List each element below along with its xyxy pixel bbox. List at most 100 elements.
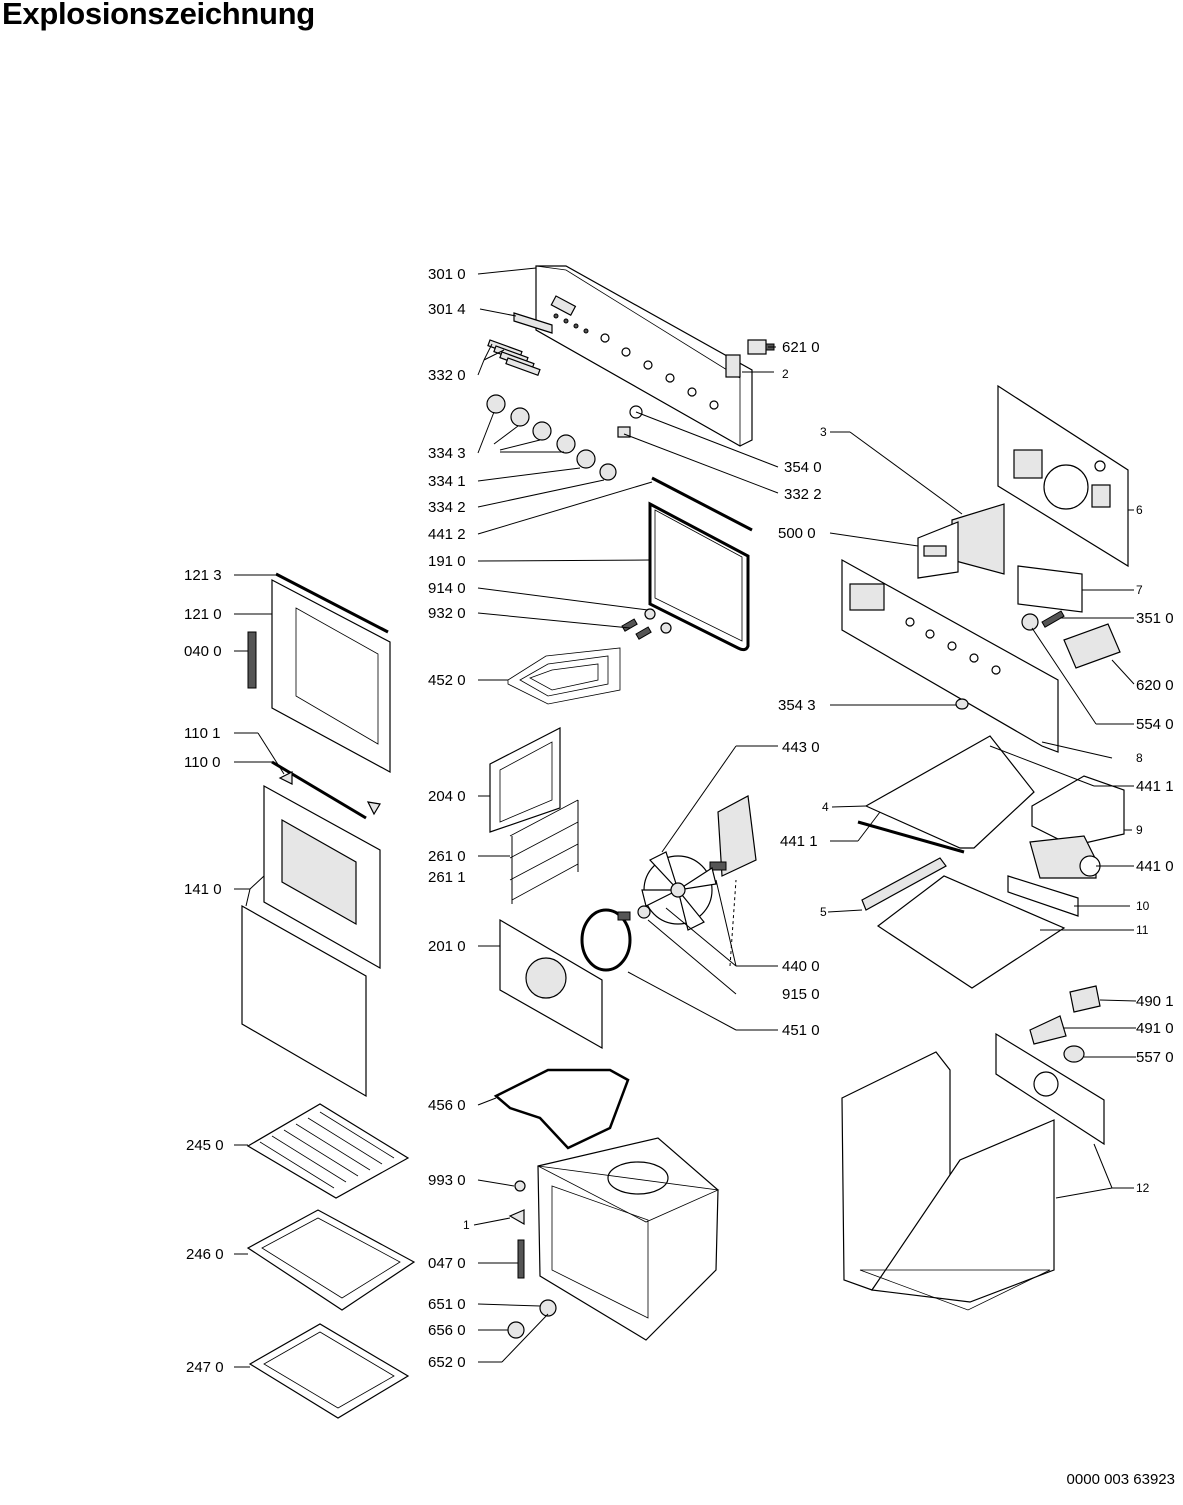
wire-rack-part — [246, 1103, 410, 1199]
callout-label: 2 — [782, 367, 789, 381]
terminal-part-3510 — [1041, 610, 1065, 628]
callout-label: 443 0 — [782, 739, 820, 756]
callout-label: 7 — [1136, 583, 1143, 597]
fan-blade-part — [641, 851, 717, 931]
callout-label: 441 1 — [1136, 778, 1174, 795]
callout-label: 490 1 — [1136, 993, 1174, 1010]
seal-part-4412 — [651, 476, 753, 532]
knob-parts — [486, 394, 617, 481]
callout-label: 11 — [1136, 923, 1149, 937]
lamp-part-3543 — [955, 698, 969, 710]
outer-casing-part — [841, 1032, 1105, 1311]
callout-label: 351 0 — [1136, 610, 1174, 627]
base-plate-part-11 — [876, 875, 1066, 989]
callout-label: 354 3 — [778, 697, 816, 714]
callout-label: 456 0 — [428, 1097, 466, 1114]
callout-label: 441 0 — [1136, 858, 1174, 875]
clock-module-part — [917, 521, 959, 579]
rail-part-5 — [861, 857, 947, 911]
door-handle-part — [271, 760, 381, 820]
callout-label: 110 1 — [184, 725, 220, 742]
door-frame-part — [271, 572, 391, 774]
callout-label: 301 0 — [428, 266, 466, 283]
inner-glass-part — [241, 904, 367, 1098]
callout-label: 040 0 — [184, 643, 222, 660]
fan-motor-part — [709, 795, 757, 877]
nut-part — [637, 905, 651, 919]
round-heater-part — [580, 908, 632, 972]
callout-label: 9 — [1136, 823, 1143, 837]
callout-label: 141 0 — [184, 881, 222, 898]
callout-label: 354 0 — [784, 459, 822, 476]
leader-lines — [234, 267, 1137, 1368]
callout-label: 441 2 — [428, 526, 466, 543]
callout-label: 5 — [820, 905, 827, 919]
callout-label: 932 0 — [428, 605, 466, 622]
seal-part-4411 — [857, 820, 965, 854]
outer-glass-part — [263, 784, 381, 970]
terminal-block-part — [1063, 623, 1121, 669]
knob-spindle-parts — [487, 339, 541, 377]
callout-label: 452 0 — [428, 672, 466, 689]
callout-label: 334 1 — [428, 473, 466, 490]
callout-label: 247 0 — [186, 1359, 224, 1376]
small-parts — [507, 1180, 557, 1339]
callout-label: 110 0 — [184, 754, 220, 771]
rear-frame-part-8 — [841, 558, 1059, 753]
hinge-part — [247, 631, 257, 689]
callout-label: 451 0 — [782, 1022, 820, 1039]
callout-labels: 301 0 301 4 621 0 2 332 0 334 3 334 1 33… — [184, 266, 1174, 1376]
fitting-parts — [621, 608, 672, 640]
page-title: Explosionszeichnung — [2, 0, 315, 31]
top-heating-element-part — [507, 647, 621, 705]
callout-label: 332 0 — [428, 367, 466, 384]
callout-label: 620 0 — [1136, 677, 1174, 694]
lower-heater-part — [493, 1068, 630, 1150]
callout-label: 334 2 — [428, 499, 466, 516]
callout-label: 121 0 — [184, 606, 222, 623]
callout-label: 191 0 — [428, 553, 466, 570]
side-grid-part — [489, 727, 561, 833]
callout-label: 441 1 — [780, 833, 818, 850]
callout-label: 3 — [820, 425, 827, 439]
document-number: 0000 003 63923 — [1066, 1471, 1175, 1488]
oven-cavity-part — [537, 1137, 720, 1341]
callout-label: 047 0 — [428, 1255, 466, 1272]
thermostat-part — [1021, 613, 1039, 631]
callout-label: 245 0 — [186, 1137, 224, 1154]
top-panel-part-4 — [864, 735, 1035, 849]
baking-tray-part — [246, 1209, 416, 1311]
callout-label: 204 0 — [428, 788, 466, 805]
callout-label: 4 — [822, 800, 829, 814]
cover-part-7 — [1017, 565, 1083, 613]
callout-label: 914 0 — [428, 580, 466, 597]
callout-label: 1 — [463, 1218, 470, 1232]
display-window-part — [513, 312, 553, 334]
callout-label: 621 0 — [782, 339, 820, 356]
callout-label: 261 1 — [428, 869, 466, 886]
callout-label: 332 2 — [784, 486, 822, 503]
callout-label: 246 0 — [186, 1246, 224, 1263]
control-panel-part — [535, 265, 753, 447]
callout-label: 554 0 — [1136, 716, 1174, 733]
callout-label: 121 3 — [184, 567, 222, 584]
callout-label: 652 0 — [428, 1354, 466, 1371]
callout-label: 6 — [1136, 503, 1143, 517]
callout-label: 915 0 — [782, 986, 820, 1003]
bracket-part-2 — [725, 354, 741, 378]
callout-label: 491 0 — [1136, 1020, 1174, 1037]
motor-housing-part-9 — [1031, 775, 1125, 847]
fan-cover-part — [499, 918, 603, 1050]
door-gasket-part — [648, 501, 750, 652]
callout-label: 10 — [1136, 899, 1150, 913]
callout-label: 12 — [1136, 1181, 1150, 1195]
callout-label: 8 — [1136, 751, 1143, 765]
callout-label: 656 0 — [428, 1322, 466, 1339]
rear-panel-part-6 — [997, 384, 1129, 568]
callout-label: 301 4 — [428, 301, 466, 318]
callout-label: 500 0 — [778, 525, 816, 542]
control-parts-490-557 — [1029, 985, 1101, 1063]
guide-part-10 — [1007, 875, 1079, 917]
drip-tray-part — [248, 1323, 410, 1419]
callout-label: 651 0 — [428, 1296, 466, 1313]
